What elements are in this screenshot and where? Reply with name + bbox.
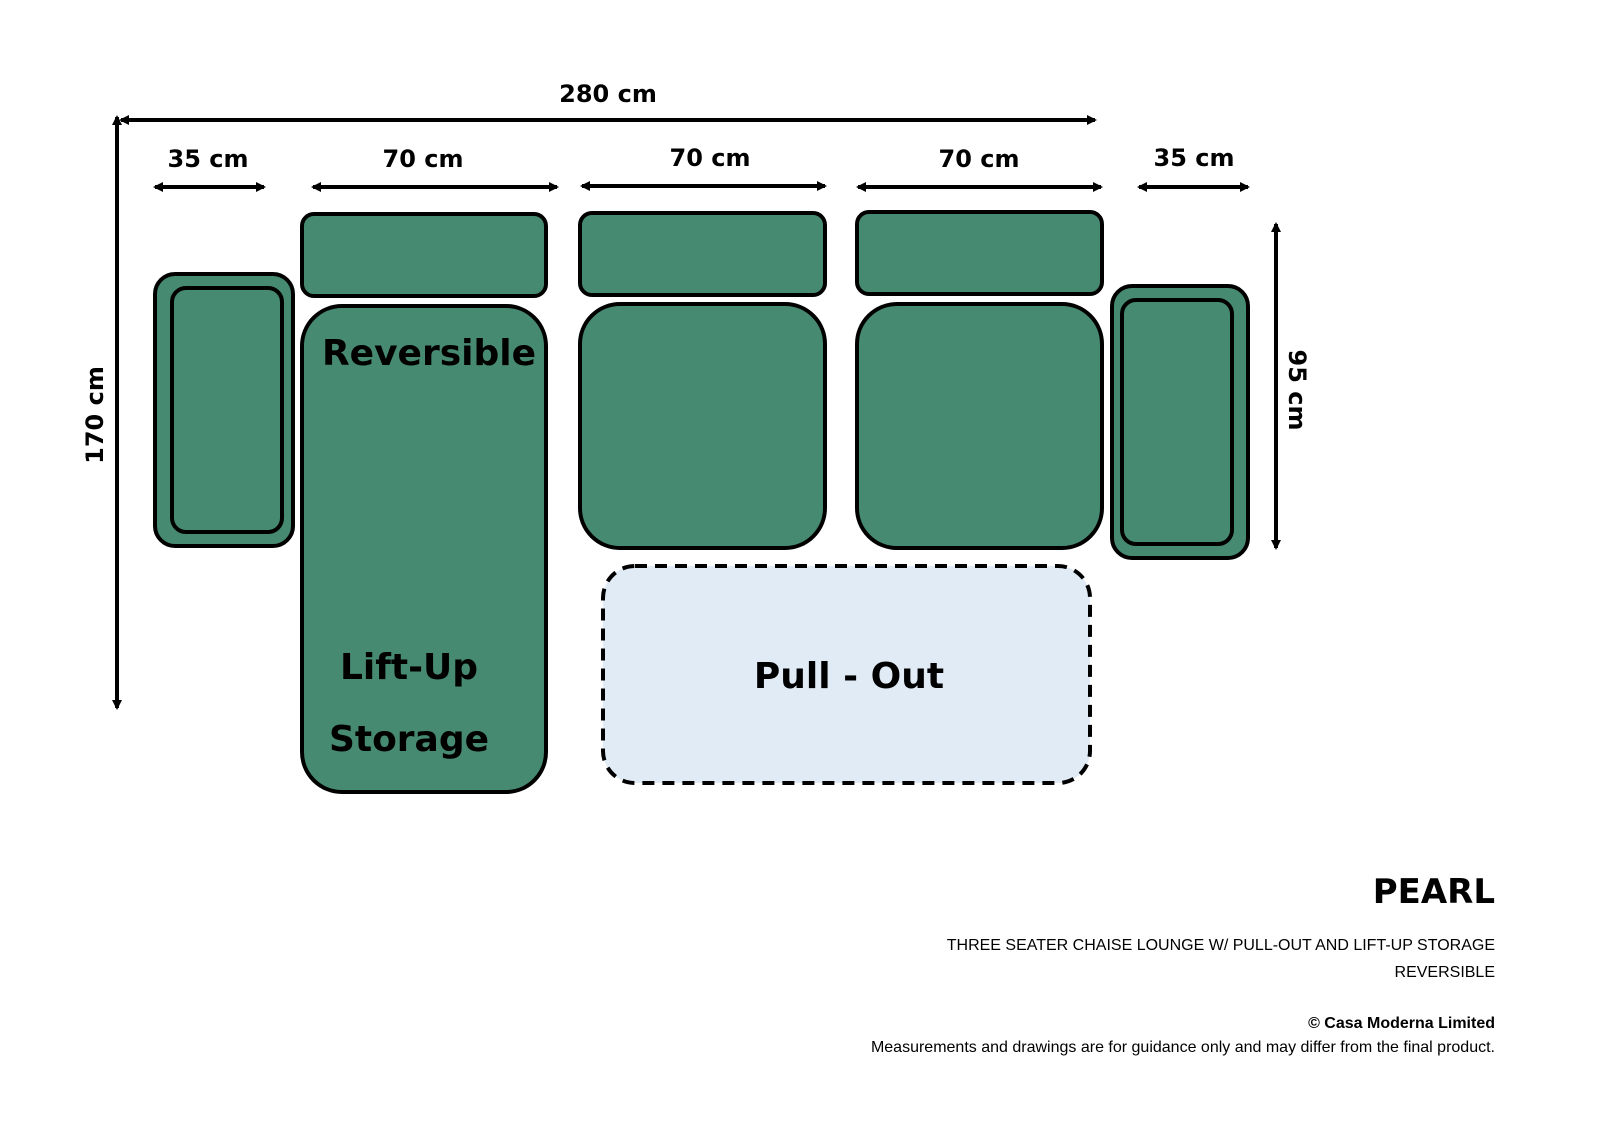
- lift-up-label: Lift-Up: [340, 647, 478, 688]
- right-arm-width-label: 35 cm: [1154, 144, 1235, 172]
- cushion-labels: Reversible Lift-Up Storage Pull - Out: [322, 333, 944, 760]
- product-description-line-2: REVERSIBLE: [1394, 964, 1495, 981]
- pull-out-bed: [601, 564, 1092, 785]
- left-armrest-inner: [170, 286, 284, 534]
- back-cushion-3: [855, 210, 1104, 296]
- right-armrest-inner: [1120, 298, 1234, 546]
- seat-cushion-3: [855, 302, 1104, 550]
- reversible-label: Reversible: [322, 333, 536, 374]
- back-cushion-2: [578, 211, 827, 297]
- pull-out-label: Pull - Out: [754, 656, 944, 697]
- total-depth-label: 170 cm: [81, 366, 109, 464]
- seat-depth-label: 95 cm: [1283, 350, 1311, 431]
- seat-1-width-label: 70 cm: [383, 145, 464, 173]
- sofa-pieces: [153, 210, 1250, 794]
- dimension-labels: 280 cm 35 cm 70 cm 70 cm 70 cm 35 cm 170…: [81, 80, 1311, 464]
- seat-cushion-2: [578, 302, 827, 550]
- storage-label: Storage: [329, 719, 489, 760]
- copyright-notice: © Casa Moderna Limited: [1308, 1015, 1495, 1032]
- product-description-line-1: THREE SEATER CHAISE LOUNGE W/ PULL-OUT A…: [946, 937, 1495, 954]
- product-description: THREE SEATER CHAISE LOUNGE W/ PULL-OUT A…: [947, 932, 1495, 986]
- dimension-arrows: [112, 115, 1281, 710]
- seat-3-width-label: 70 cm: [939, 145, 1020, 173]
- left-arm-width-label: 35 cm: [168, 145, 249, 173]
- seat-2-width-label: 70 cm: [670, 144, 751, 172]
- back-cushion-1: [300, 212, 548, 298]
- disclaimer-text: Measurements and drawings are for guidan…: [870, 1039, 1495, 1056]
- chaise-cushion: [300, 304, 548, 794]
- total-width-label: 280 cm: [559, 80, 657, 108]
- product-name: PEARL: [1372, 872, 1495, 912]
